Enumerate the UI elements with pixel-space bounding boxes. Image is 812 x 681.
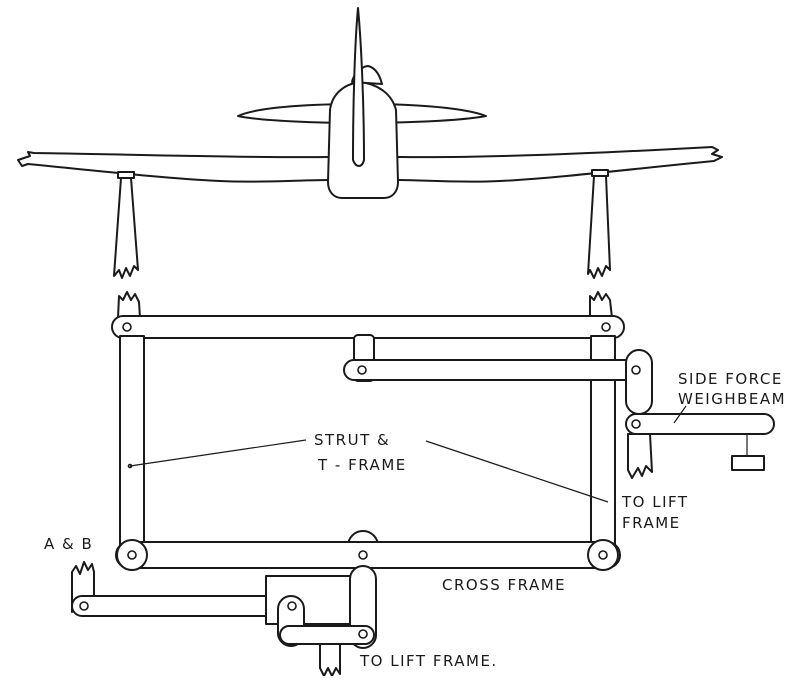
weighbeam-leader bbox=[673, 405, 687, 424]
strut-leader-right bbox=[425, 440, 609, 503]
lower-linkage bbox=[71, 561, 377, 677]
labels: STRUT & T - FRAME SIDE FORCE WEIGHBEAM T… bbox=[44, 370, 786, 670]
pin-top-right bbox=[601, 322, 611, 332]
label-a-and-b: A & B bbox=[44, 535, 93, 553]
label-strut-line1: STRUT & bbox=[314, 431, 390, 449]
strut-leader-left bbox=[129, 439, 307, 467]
side-to-lift-rod bbox=[627, 433, 653, 479]
pin-cross-right bbox=[598, 550, 608, 560]
pin-top-left bbox=[122, 322, 132, 332]
right-strut-upper bbox=[587, 175, 611, 279]
label-side-force-line2: WEIGHBEAM bbox=[678, 390, 786, 408]
pin-lower-crank-top bbox=[287, 601, 297, 611]
airplane bbox=[17, 7, 723, 279]
bell-crank bbox=[625, 349, 653, 415]
leader-lines bbox=[129, 405, 687, 503]
fin bbox=[352, 7, 365, 167]
cross-frame bbox=[115, 530, 621, 571]
pin-lower-link-right bbox=[358, 629, 368, 639]
label-cross-frame: CROSS FRAME bbox=[442, 576, 566, 594]
side-force-weighbeam bbox=[625, 413, 775, 435]
strut-t-frame bbox=[111, 291, 625, 551]
side-force-linkage bbox=[343, 334, 775, 479]
pin-bell-crank bbox=[631, 365, 641, 375]
label-to-lift-frame-bottom: TO LIFT FRAME. bbox=[359, 652, 498, 670]
weight bbox=[731, 455, 765, 471]
pin-cross-left bbox=[127, 550, 137, 560]
lower-to-lift-rod bbox=[319, 643, 341, 677]
pin-side-rod-left bbox=[357, 365, 367, 375]
pin-weighbeam bbox=[631, 419, 641, 429]
label-strut-line2: T - FRAME bbox=[317, 456, 407, 474]
left-strut-stub bbox=[117, 291, 141, 319]
side-link-rod bbox=[343, 359, 645, 381]
pin-ab-link-left bbox=[79, 601, 89, 611]
left-leg bbox=[119, 335, 145, 551]
label-side-force-line1: SIDE FORCE bbox=[678, 370, 783, 388]
left-strut-upper bbox=[113, 177, 139, 279]
label-to-lift-line2: FRAME bbox=[622, 514, 681, 532]
pin-cross-center bbox=[358, 550, 368, 560]
label-to-lift-line1: TO LIFT bbox=[621, 493, 689, 511]
right-strut-stub bbox=[589, 291, 613, 319]
cross-frame-bar bbox=[115, 541, 621, 569]
